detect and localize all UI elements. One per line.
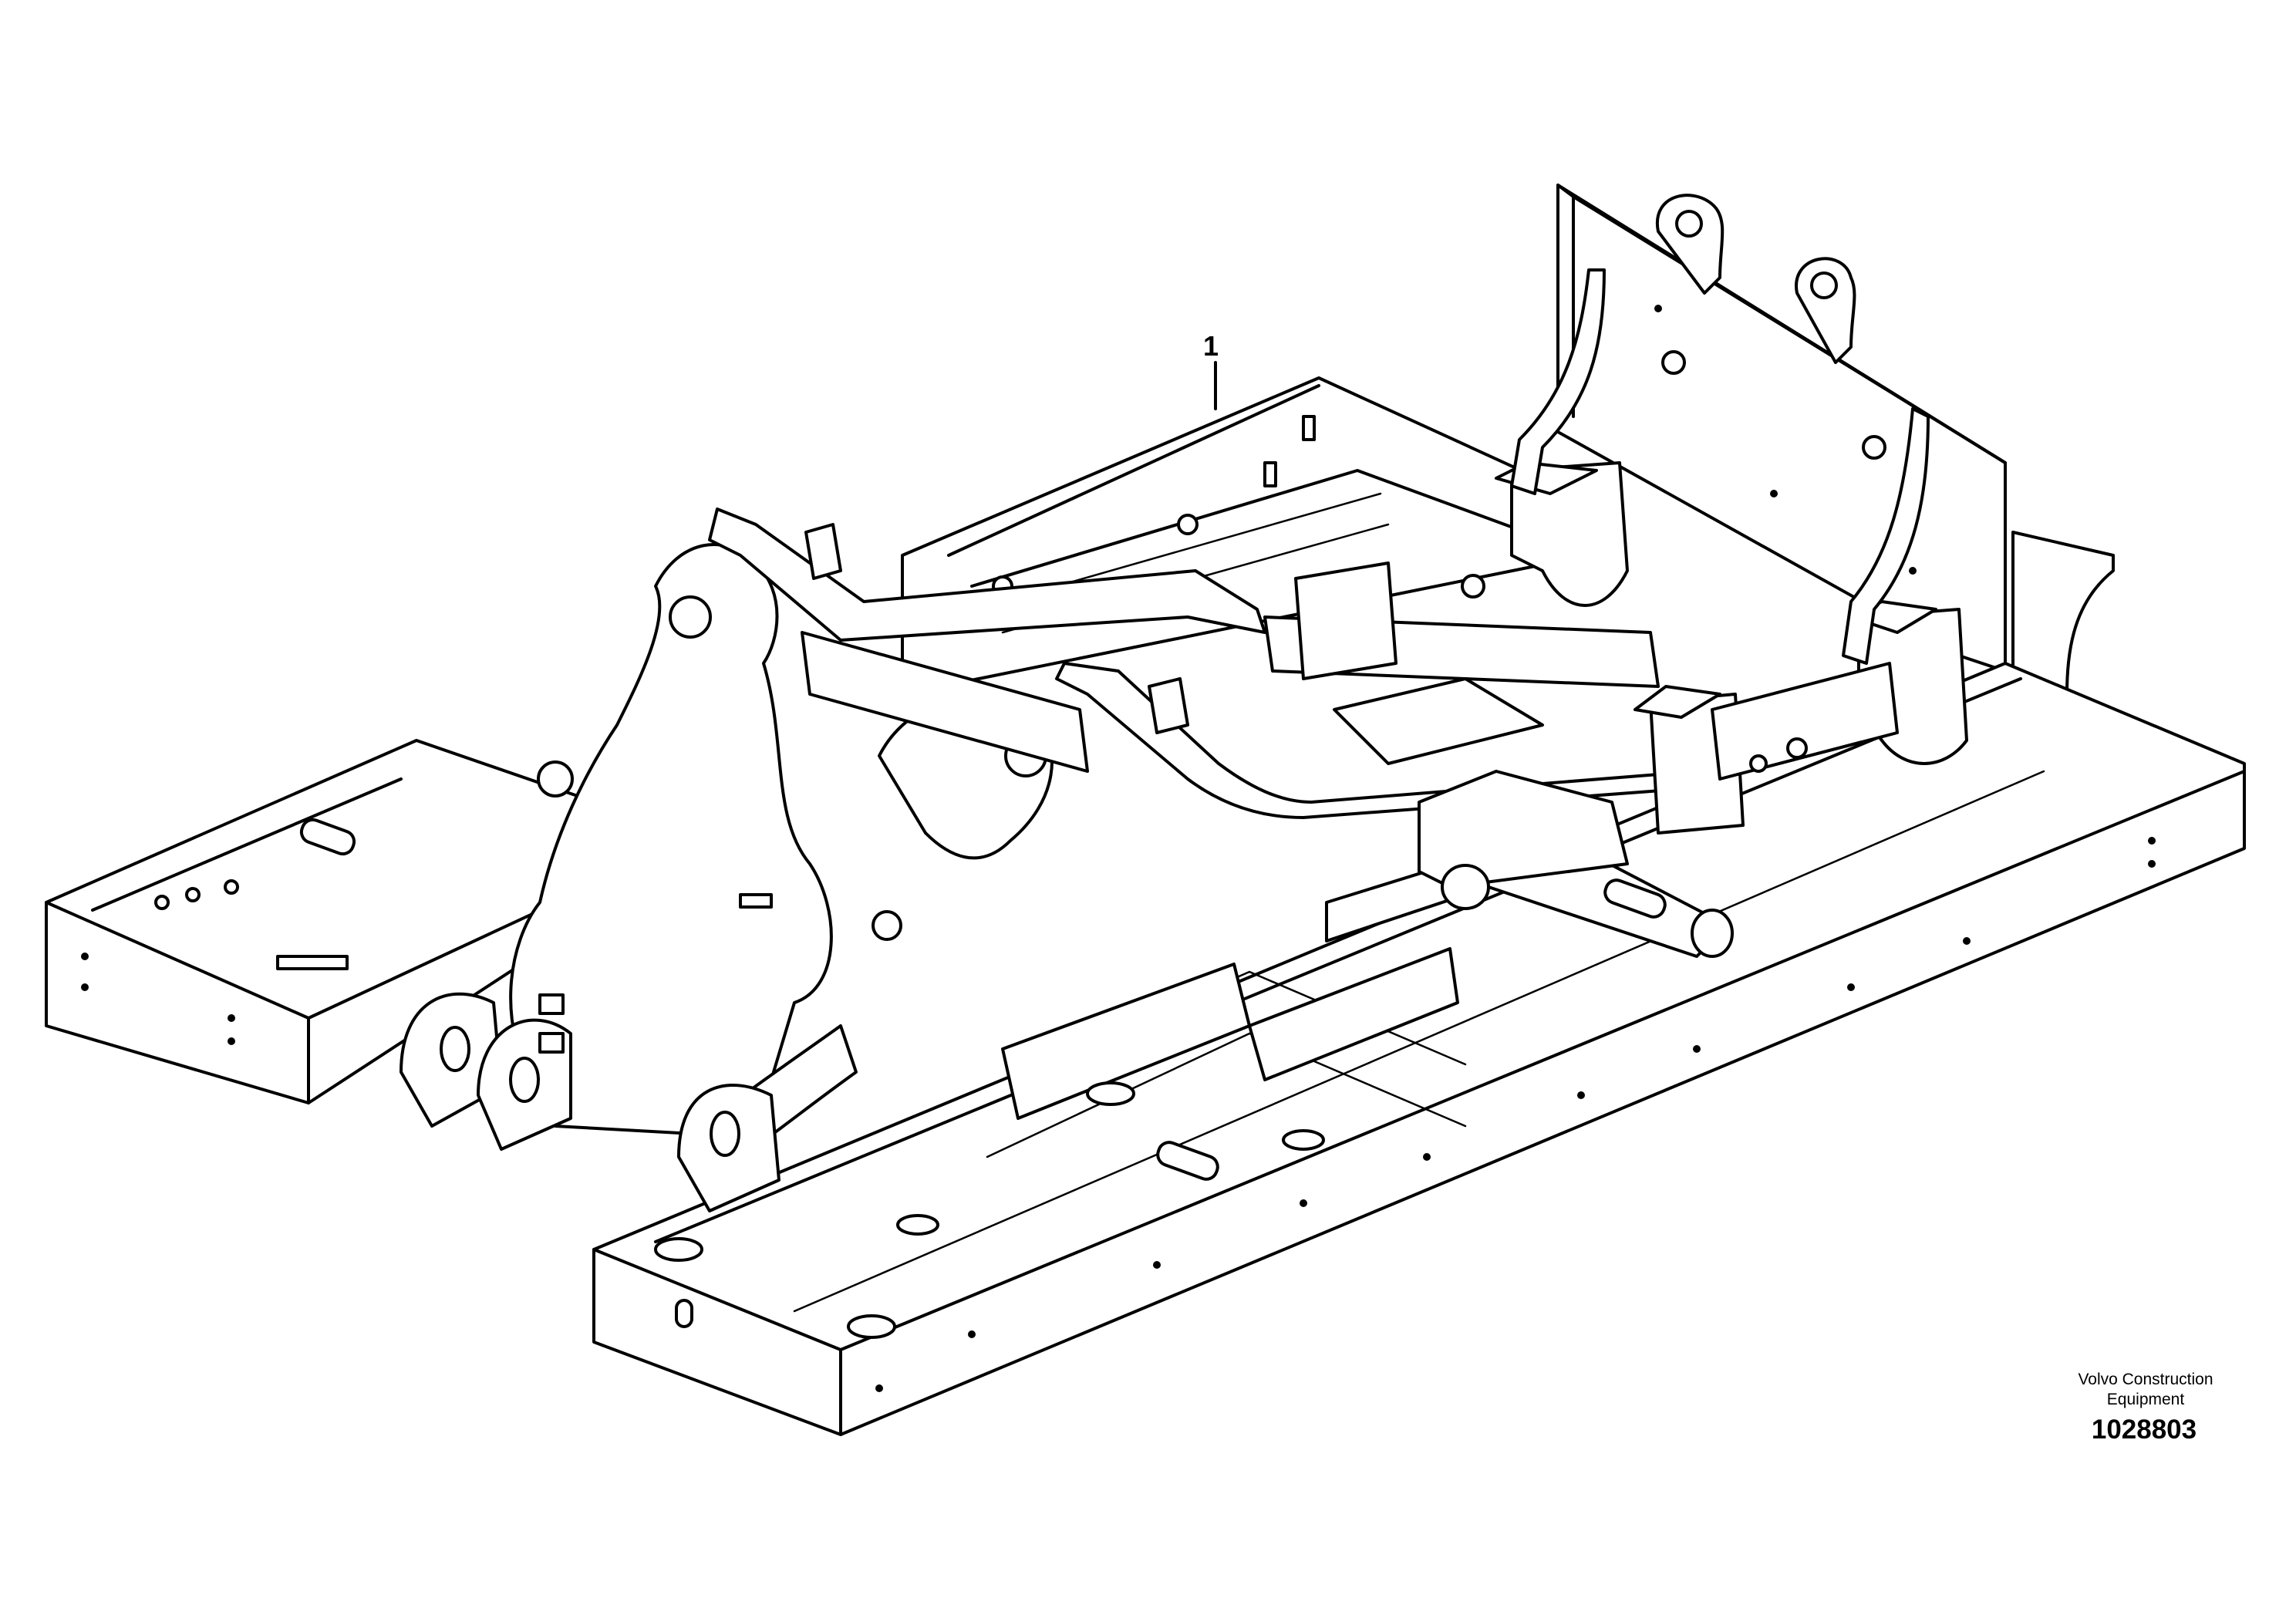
tapered-uprights bbox=[1510, 268, 1930, 665]
right-deck-rail bbox=[592, 662, 2246, 1436]
counterweight-plate bbox=[1556, 184, 2007, 673]
left-deck bbox=[45, 739, 642, 1104]
manufacturer-line-2: Equipment bbox=[2106, 1391, 2185, 1408]
bent-tube-frame bbox=[708, 508, 1714, 819]
callout-1-label: 1 bbox=[1203, 330, 1219, 362]
manufacturer-line-1: Volvo Construction bbox=[2078, 1371, 2213, 1388]
boom-foot-bracket bbox=[400, 543, 1089, 1212]
cross-beam-assembly bbox=[1263, 461, 1968, 835]
rear-fin bbox=[2011, 531, 2115, 696]
inner-floor-plate bbox=[1418, 770, 1734, 958]
drawing-number: 1028803 bbox=[2091, 1415, 2197, 1445]
manufacturer-label: Volvo Construction Equipment bbox=[2045, 1370, 2246, 1410]
